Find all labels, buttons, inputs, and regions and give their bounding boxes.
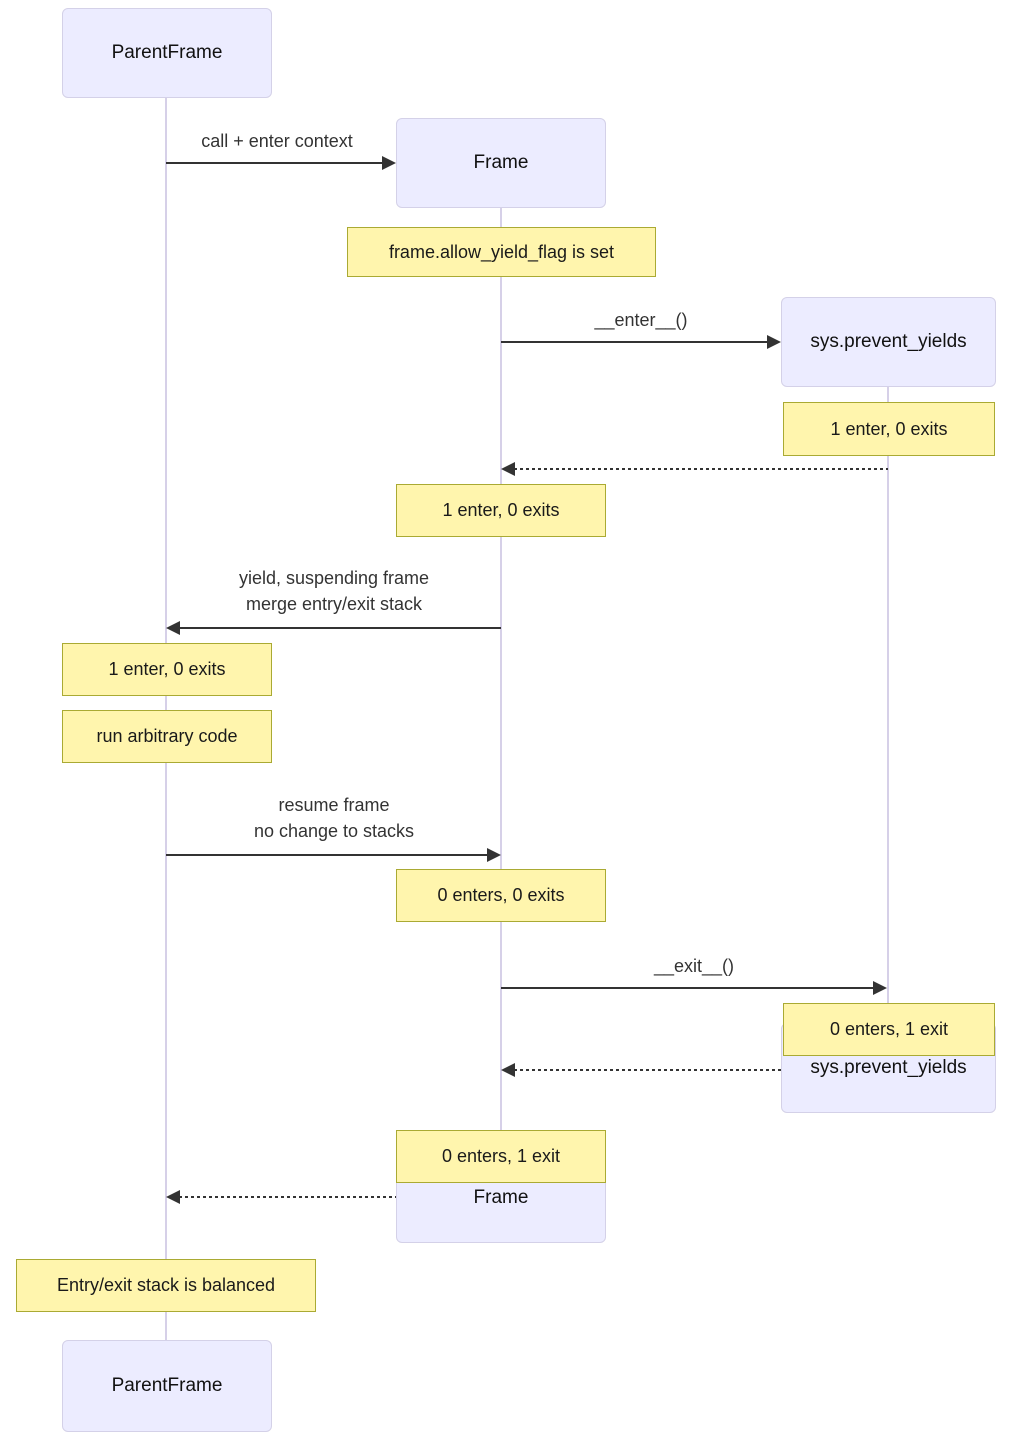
message-label: call + enter context: [201, 128, 353, 154]
actor-box-frame-top: Frame: [396, 118, 606, 208]
message-line: [179, 1196, 501, 1198]
message-arrowhead: [382, 156, 396, 170]
message-arrowhead: [501, 1063, 515, 1077]
note-frame-0-enters-1-exit: 0 enters, 1 exit: [396, 1130, 606, 1183]
message-arrowhead: [501, 462, 515, 476]
note-sys-0-enters-1-exit: 0 enters, 1 exit: [783, 1003, 995, 1056]
message-label-line: __enter__(): [594, 310, 688, 330]
message-line: [166, 854, 488, 856]
message-line: [166, 162, 384, 164]
message-line: [179, 627, 501, 629]
lifeline-sys-prevent-yields: [887, 387, 889, 1023]
message-line: [514, 468, 888, 470]
message-arrowhead: [487, 848, 501, 862]
message-arrowhead: [166, 621, 180, 635]
message-label: __exit__(): [654, 953, 734, 979]
note-sys-1-enter-0-exits: 1 enter, 0 exits: [783, 402, 995, 456]
message-label: resume frame no change to stacks: [254, 792, 414, 844]
message-line: [501, 987, 874, 989]
note-entry-exit-stack-balanced: Entry/exit stack is balanced: [16, 1259, 316, 1312]
note-allow-yield-flag: frame.allow_yield_flag is set: [347, 227, 656, 277]
actor-box-parentframe-top: ParentFrame: [62, 8, 272, 98]
actor-box-sys-prevent-yields-top: sys.prevent_yields: [781, 297, 996, 387]
message-label-line: __exit__(): [653, 956, 735, 976]
message-label-line: merge entry/exit stack: [245, 594, 423, 614]
actor-box-parentframe-bottom: ParentFrame: [62, 1340, 272, 1432]
note-run-arbitrary-code: run arbitrary code: [62, 710, 272, 763]
message-arrowhead: [166, 1190, 180, 1204]
message-label-line: no change to stacks: [253, 821, 415, 841]
message-arrowhead: [873, 981, 887, 995]
lifeline-frame: [500, 208, 502, 1153]
message-line: [514, 1069, 888, 1071]
note-frame-0-enters-0-exits: 0 enters, 0 exits: [396, 869, 606, 922]
message-label-line: yield, suspending frame: [238, 568, 430, 588]
message-label-line: resume frame: [278, 795, 390, 815]
message-label: __enter__(): [594, 307, 687, 333]
note-frame-1-enter-0-exits: 1 enter, 0 exits: [396, 484, 606, 537]
message-line: [501, 341, 769, 343]
message-label-line: call + enter context: [201, 131, 353, 151]
note-parentframe-1-enter-0-exits: 1 enter, 0 exits: [62, 643, 272, 696]
message-arrowhead: [767, 335, 781, 349]
message-label: yield, suspending frame merge entry/exit…: [239, 565, 429, 617]
